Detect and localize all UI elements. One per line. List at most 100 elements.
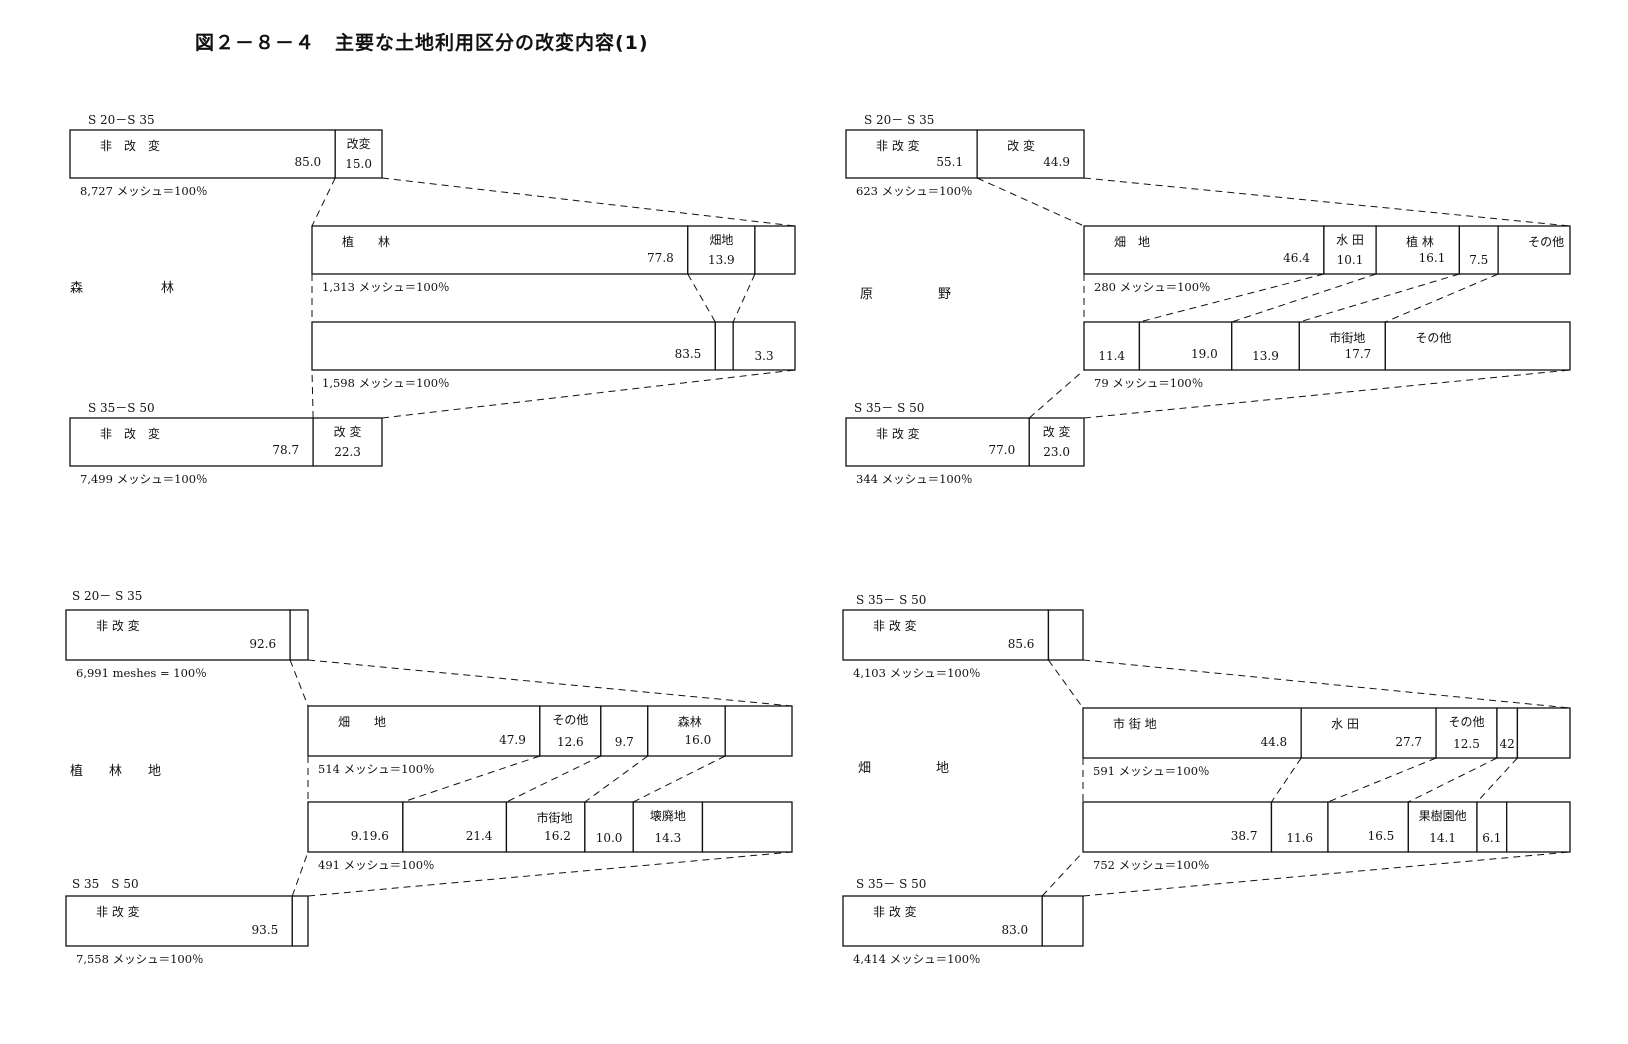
bar-top-segment-label: 改変 [347,136,371,151]
bar-changed-detail-1-segment [1516,707,1571,759]
bar-top-segment-label: 非 改 変 [100,138,160,153]
bar-changed-detail-2-segment-value: 16.2 [544,829,571,843]
period-label-top: S 20－ S 35 [72,589,142,603]
bar-changed-detail-1-segment-label: その他 [1449,715,1485,729]
connector-line [381,177,796,227]
bar-changed-detail-2-segment [1407,801,1478,853]
bar-changed-detail-2-segment-label: 果樹園他 [1419,809,1467,823]
bar-changed-detail-1-segment-value: 16.0 [684,733,711,747]
bar-changed-detail-2-segment [1138,321,1233,371]
bar-changed-detail-1-segment [1375,225,1461,275]
period-label-top: S 35－ S 50 [856,593,926,607]
connector-line [687,273,716,323]
connector-line [289,659,309,707]
bar-changed-detail-2-segment-value: 16.5 [1368,829,1395,843]
bar-top-segment [845,129,978,179]
bar-changed-detail-2-segment [1082,801,1273,853]
bar-changed-detail-2-segment-value: 3.3 [755,349,774,363]
bar-bottom-segment-value: 78.7 [272,443,299,457]
connector-line [1299,273,1460,323]
connector-line [1048,659,1084,709]
bar-changed-detail-2-segment [701,801,793,853]
bar-bottom-mesh-total: 7,558 メッシュ＝100％ [76,952,204,966]
bar-top-segment-label: 非 改 変 [96,618,140,633]
bar-changed-detail-1-segment [600,705,649,757]
bar-changed-detail-2-segment [732,321,796,371]
bar-top-mesh-total: 8,727 メッシュ＝100％ [80,184,208,198]
bar-changed-detail-1-segment-value: 13.9 [708,253,735,267]
panel-1: 森 林S 20－S 35S 35－S 50非 改 変85.0改変15.08,72… [69,113,796,486]
connector-line [1271,757,1302,803]
connector-line [1385,273,1499,323]
bar-changed-detail-2-segment [1327,801,1409,853]
period-label-bottom: S 35 S 50 [72,877,139,891]
bar-bottom-segment-label: 非 改 変 [100,426,160,441]
bar-bottom-segment [1041,895,1084,947]
bar-changed-detail-2-segment-value: 9.19.6 [351,829,389,843]
land-use-category: 植 林 地 [70,764,161,779]
bar-changed-detail-1-segment-label: 畑地 [709,233,733,247]
bar-bottom-mesh-total: 4,414 メッシュ＝100％ [853,952,981,966]
bar-changed-detail-1-segment [687,225,756,275]
bar-changed-detail-2-segment [1384,321,1571,371]
connector-line [732,273,756,323]
period-label-bottom: S 35－S 50 [88,401,155,415]
bar-bottom-segment-value: 22.3 [334,445,361,459]
bar-changed-detail-1-segment-label: 植 林 [342,234,390,249]
bar-changed-detail-2-segment-value: 17.7 [1345,347,1372,361]
bar-changed-detail-1-segment [1458,225,1499,275]
bar-changed-detail-1-segment [754,225,796,275]
bar-changed-detail-2-segment [402,801,508,853]
bar-changed-detail-2-segment-value: 14.1 [1429,831,1456,845]
bar-changed-detail-2-segment [714,321,734,371]
bar-bottom-segment [1028,417,1085,467]
bar-changed-detail-1-mesh-total: 280 メッシュ＝100％ [1094,280,1211,294]
bar-changed-detail-1-segment [1435,707,1498,759]
bar-changed-detail-2-segment-label: 市街地 [1329,330,1365,345]
bar-bottom-segment [69,417,314,467]
bar-top-segment [334,129,383,179]
bar-bottom-segment [842,895,1043,947]
connector-line [311,369,314,419]
bar-changed-detail-1-segment [1497,225,1571,275]
bar-changed-detail-1-segment-value: 10.1 [1337,253,1364,267]
bar-changed-detail-2-mesh-total: 752 メッシュ＝100％ [1093,858,1210,872]
bar-top-segment-value: 85.6 [1008,637,1035,651]
connector-line [1083,369,1571,419]
bar-changed-detail-2-segment-value: 11.6 [1286,831,1313,845]
connector-line [1082,659,1571,709]
bar-changed-detail-2-segment-value: 13.9 [1252,349,1279,363]
connector-line [311,177,336,227]
bar-changed-detail-2-segment [1083,321,1141,371]
bar-top-segment-value: 15.0 [345,157,372,171]
bar-bottom-segment-label: 非 改 変 [873,904,917,919]
bar-changed-detail-1-segment-label: 畑 地 [338,715,386,729]
bar-bottom-mesh-total: 7,499 メッシュ＝100％ [80,472,208,486]
bar-bottom-segment-value: 77.0 [989,443,1016,457]
bar-top: 非 改 変85.64,103 メッシュ＝100％ [842,609,1084,680]
period-label-top: S 20－S 35 [88,113,155,127]
connector-line [307,851,793,897]
bar-changed-detail-2-mesh-total: 491 メッシュ＝100％ [318,858,435,872]
land-use-category: 畑 地 [858,761,949,776]
connector-line [1041,851,1084,897]
bar-bottom-segment-label: 非 改 変 [96,904,140,919]
connector-line [1408,757,1498,803]
bar-top-mesh-total: 4,103 メッシュ＝100％ [853,666,981,680]
panel-3: 植 林 地 S 20－ S 35 S 35 S 50 非 改 変92.66,991 m… [65,589,793,966]
bar-top-segment [842,609,1050,661]
connector-line [506,755,602,803]
bar-changed-detail-2-segment-value: 11.4 [1098,349,1125,363]
bar-top: 非 改 変92.66,991 meshes = 100％ [65,609,309,680]
connector-line [1028,369,1085,419]
bar-bottom-segment-value: 93.5 [252,923,279,937]
bar-changed-detail-1-segment-label: 森林 [678,714,702,729]
bar-changed-detail-2-segment [632,801,704,853]
bar-top-segment [65,609,291,661]
bar-changed-detail-1-segment [1083,225,1325,275]
